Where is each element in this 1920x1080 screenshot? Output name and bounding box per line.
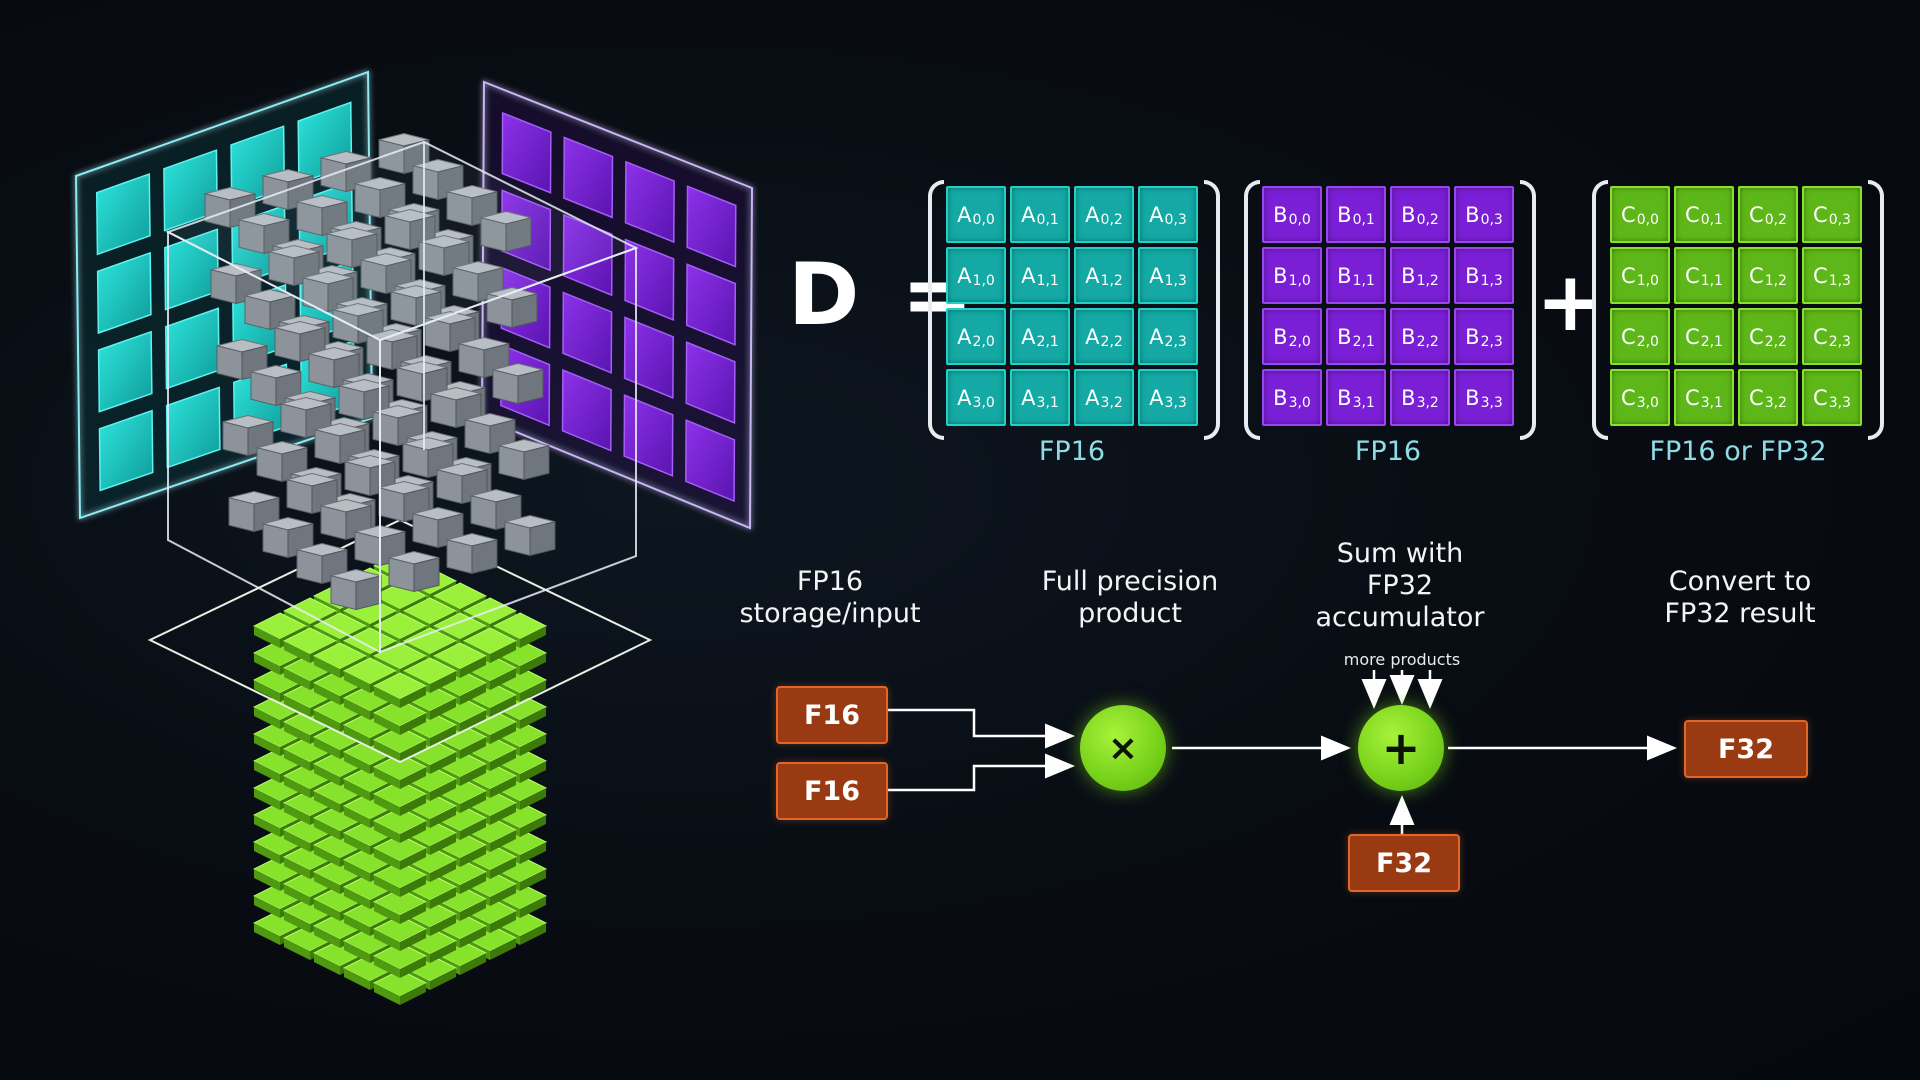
matrix-c-label: FP16 or FP32 — [1649, 436, 1827, 467]
step-product-label: Full precision product — [1041, 566, 1219, 629]
multiply-operator-icon: × — [1080, 705, 1166, 791]
glass-cube-outline — [165, 140, 639, 654]
equation-lhs: D = — [788, 245, 980, 345]
tensor-core-3d-icon — [74, 70, 754, 1005]
matrix-a-left-bracket — [928, 180, 944, 440]
output-register: F32 — [1684, 720, 1808, 778]
step-storage-label: FP16 storage/input — [739, 566, 921, 629]
matrix-b-panel — [480, 80, 754, 530]
matrix-b-left-bracket — [1244, 180, 1260, 440]
matrix-c-left-bracket — [1592, 180, 1608, 440]
more-products-note: more products — [1343, 650, 1461, 669]
accumulator-register: F32 — [1348, 834, 1460, 892]
input-register-1: F16 — [776, 686, 888, 744]
input-register-2: F16 — [776, 762, 888, 820]
multiply-cube-array — [204, 132, 556, 611]
accumulator-stack — [147, 518, 653, 1005]
add-operator-icon: + — [1358, 705, 1444, 791]
step-sum-label: Sum with FP32 accumulator — [1315, 538, 1485, 633]
matrix-a-label: FP16 — [1038, 436, 1106, 467]
matrix-b-label: FP16 — [1354, 436, 1422, 467]
wire-input2-to-mul — [886, 753, 1075, 792]
wire-input1-to-mul — [886, 708, 1075, 749]
step-convert-label: Convert to FP32 result — [1664, 566, 1816, 629]
